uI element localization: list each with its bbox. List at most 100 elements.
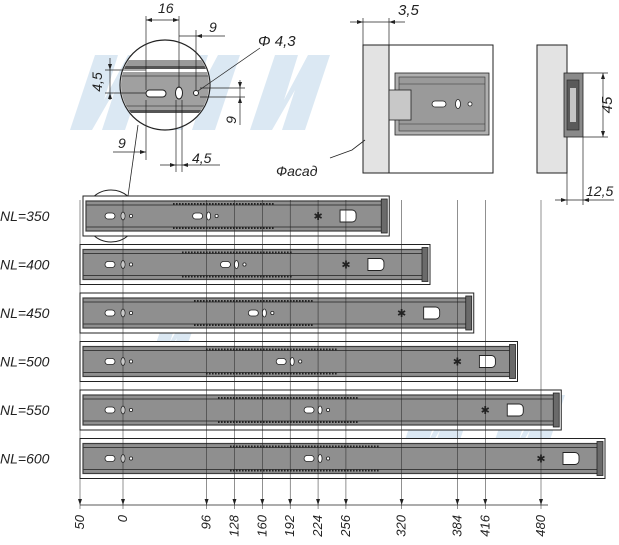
ball-bearing	[308, 324, 310, 326]
ball-bearing	[185, 227, 187, 229]
ball-bearing	[299, 469, 301, 472]
ball-bearing	[257, 203, 259, 205]
axis-tick-label: 128	[226, 514, 241, 536]
mounting-hole-middle	[317, 405, 323, 415]
ball-bearing	[233, 203, 235, 205]
ball-bearing	[302, 421, 304, 423]
ball-bearing	[281, 445, 283, 448]
ball-bearing	[218, 275, 220, 278]
rear-tab-slot	[423, 306, 441, 320]
ball-bearing	[299, 421, 301, 423]
ball-bearing	[236, 227, 238, 229]
mounting-hole-middle	[261, 308, 267, 318]
ball-bearing	[293, 300, 295, 302]
ball-bearing	[275, 300, 277, 302]
ball-bearing	[296, 469, 298, 472]
ball-bearing	[257, 300, 259, 302]
ball-bearing	[236, 421, 238, 423]
ball-bearing	[347, 421, 349, 423]
ball-bearing	[248, 348, 250, 351]
ball-bearing	[275, 397, 277, 399]
ball-bearing	[233, 275, 235, 278]
ball-bearing	[209, 275, 211, 278]
ball-bearing	[242, 251, 244, 254]
ball-bearing	[260, 324, 262, 326]
ball-bearing	[263, 251, 265, 254]
ball-bearing	[260, 445, 262, 448]
ball-bearing	[347, 397, 349, 399]
ball-bearing	[266, 300, 268, 302]
ball-bearing	[311, 397, 313, 399]
ball-bearing	[242, 445, 244, 448]
slide-length-label: NL=600	[0, 451, 50, 467]
ball-bearing	[230, 203, 232, 205]
axis-arrow	[399, 499, 404, 505]
ball-bearing	[278, 324, 280, 326]
rear-tab-slot	[367, 258, 385, 271]
ball-bearing	[212, 251, 214, 254]
ball-bearing	[299, 445, 301, 448]
ball-bearing	[323, 469, 325, 472]
ball-bearing	[224, 397, 226, 399]
slide-length-label: NL=500	[0, 354, 50, 370]
ball-bearing	[320, 397, 322, 399]
ball-bearing	[245, 348, 247, 351]
ball-bearing	[314, 421, 316, 423]
ball-bearing	[323, 421, 325, 423]
ball-bearing	[251, 421, 253, 423]
ball-bearing	[308, 445, 310, 448]
rear-tab-slot	[339, 209, 357, 223]
ball-bearing	[218, 348, 220, 351]
ball-bearing	[248, 203, 250, 205]
ball-bearing	[356, 469, 358, 472]
ball-bearing	[233, 397, 235, 399]
ball-bearing	[254, 372, 256, 375]
ball-bearing	[248, 469, 250, 472]
slide-nl-350: ✱NL=350	[0, 195, 390, 237]
ball-bearing	[341, 397, 343, 399]
ball-bearing	[254, 203, 256, 205]
ball-bearing	[269, 227, 271, 229]
axis-arrow	[343, 499, 348, 505]
ball-bearing	[224, 275, 226, 278]
ball-bearing	[359, 469, 361, 472]
ball-bearing	[224, 421, 226, 423]
mounting-slot-middle	[220, 261, 231, 268]
ball-bearing	[278, 348, 280, 351]
ball-bearing	[329, 348, 331, 351]
ball-bearing	[260, 203, 262, 205]
ball-bearing	[230, 300, 232, 302]
ball-bearing	[323, 397, 325, 399]
ball-bearing	[371, 445, 373, 448]
ball-bearing	[269, 251, 271, 254]
ball-bearing	[344, 421, 346, 423]
mounting-slot	[104, 455, 116, 462]
ball-bearing	[248, 372, 250, 375]
ball-bearing	[245, 227, 247, 229]
ball-bearing	[248, 397, 250, 399]
ball-bearing	[311, 348, 313, 351]
rear-tab-slot	[478, 355, 496, 368]
ball-bearing	[254, 469, 256, 472]
slide-nl-500: ✱NL=500	[0, 341, 518, 382]
ball-bearing	[188, 275, 190, 278]
ball-bearing	[263, 203, 265, 205]
ball-bearing	[191, 203, 193, 205]
ball-bearing	[209, 251, 211, 254]
slide-nl-450: ✱NL=450	[0, 292, 475, 334]
ball-bearing	[227, 324, 229, 326]
ball-bearing	[239, 445, 241, 448]
ball-bearing	[236, 445, 238, 448]
ball-bearing	[299, 324, 301, 326]
ball-bearing	[230, 372, 232, 375]
ball-bearing	[242, 275, 244, 278]
mounting-hole-round	[128, 213, 133, 218]
ball-bearing	[281, 300, 283, 302]
ball-bearing	[260, 275, 262, 278]
ball-bearing	[317, 348, 319, 351]
ball-bearing	[326, 348, 328, 351]
ball-bearing	[236, 324, 238, 326]
ball-bearing	[350, 445, 352, 448]
ball-bearing	[329, 445, 331, 448]
